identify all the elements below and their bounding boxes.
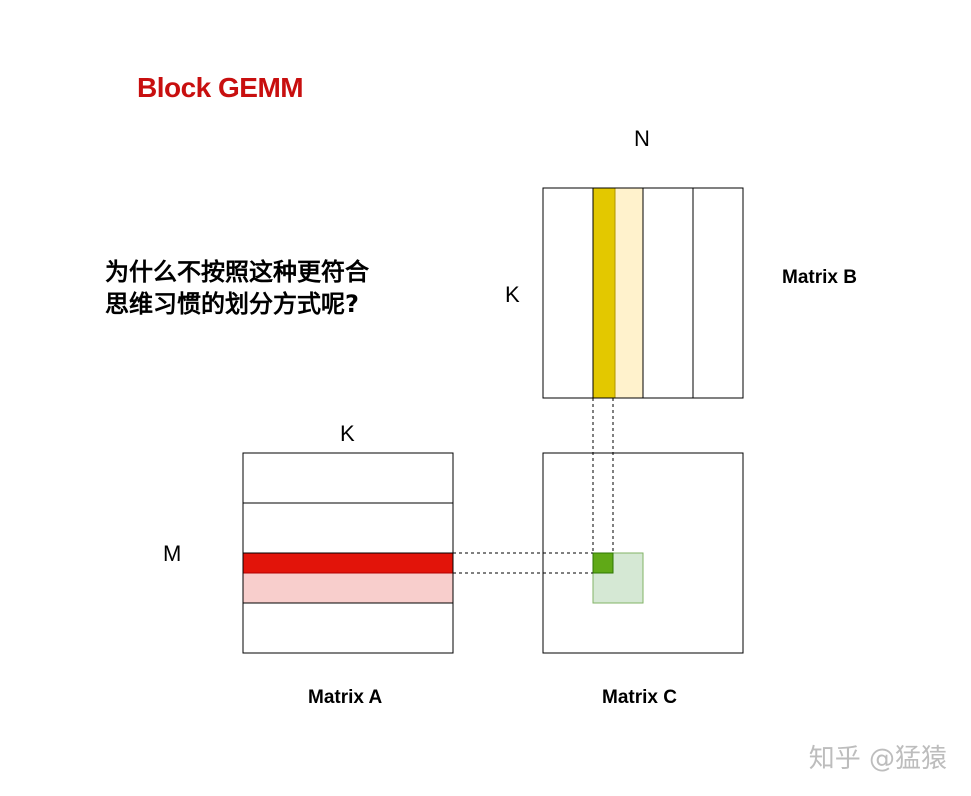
diagram-title: Block GEMM [137,72,304,103]
question-line-1: 为什么不按照这种更符合 [105,258,369,286]
matrix-a-light-row [242,572,454,604]
question-line-2: 思维习惯的划分方式呢? [105,290,359,318]
matrix-c-highlight-block [592,552,614,574]
matrix-b [542,187,744,399]
matrix-b-highlight-column [592,187,616,399]
label-m: M [163,541,182,566]
matrix-a [242,452,454,654]
question-text: 为什么不按照这种更符合 思维习惯的划分方式呢? [105,256,369,320]
label-k-matrix-a: K [340,421,355,446]
label-k-matrix-b: K [505,282,520,307]
matrix-c-light-block [592,552,644,604]
matrix-b-light-column [614,187,644,399]
matrix-c [542,452,744,654]
matrix-b-label: Matrix B [782,267,857,288]
matrix-c-label: Matrix C [602,687,677,708]
matrix-a-label: Matrix A [308,687,383,708]
watermark: 知乎 @猛猿 [808,744,947,774]
label-n: N [634,126,650,151]
dashed-guides [453,398,614,574]
matrix-a-highlight-row [242,552,454,574]
